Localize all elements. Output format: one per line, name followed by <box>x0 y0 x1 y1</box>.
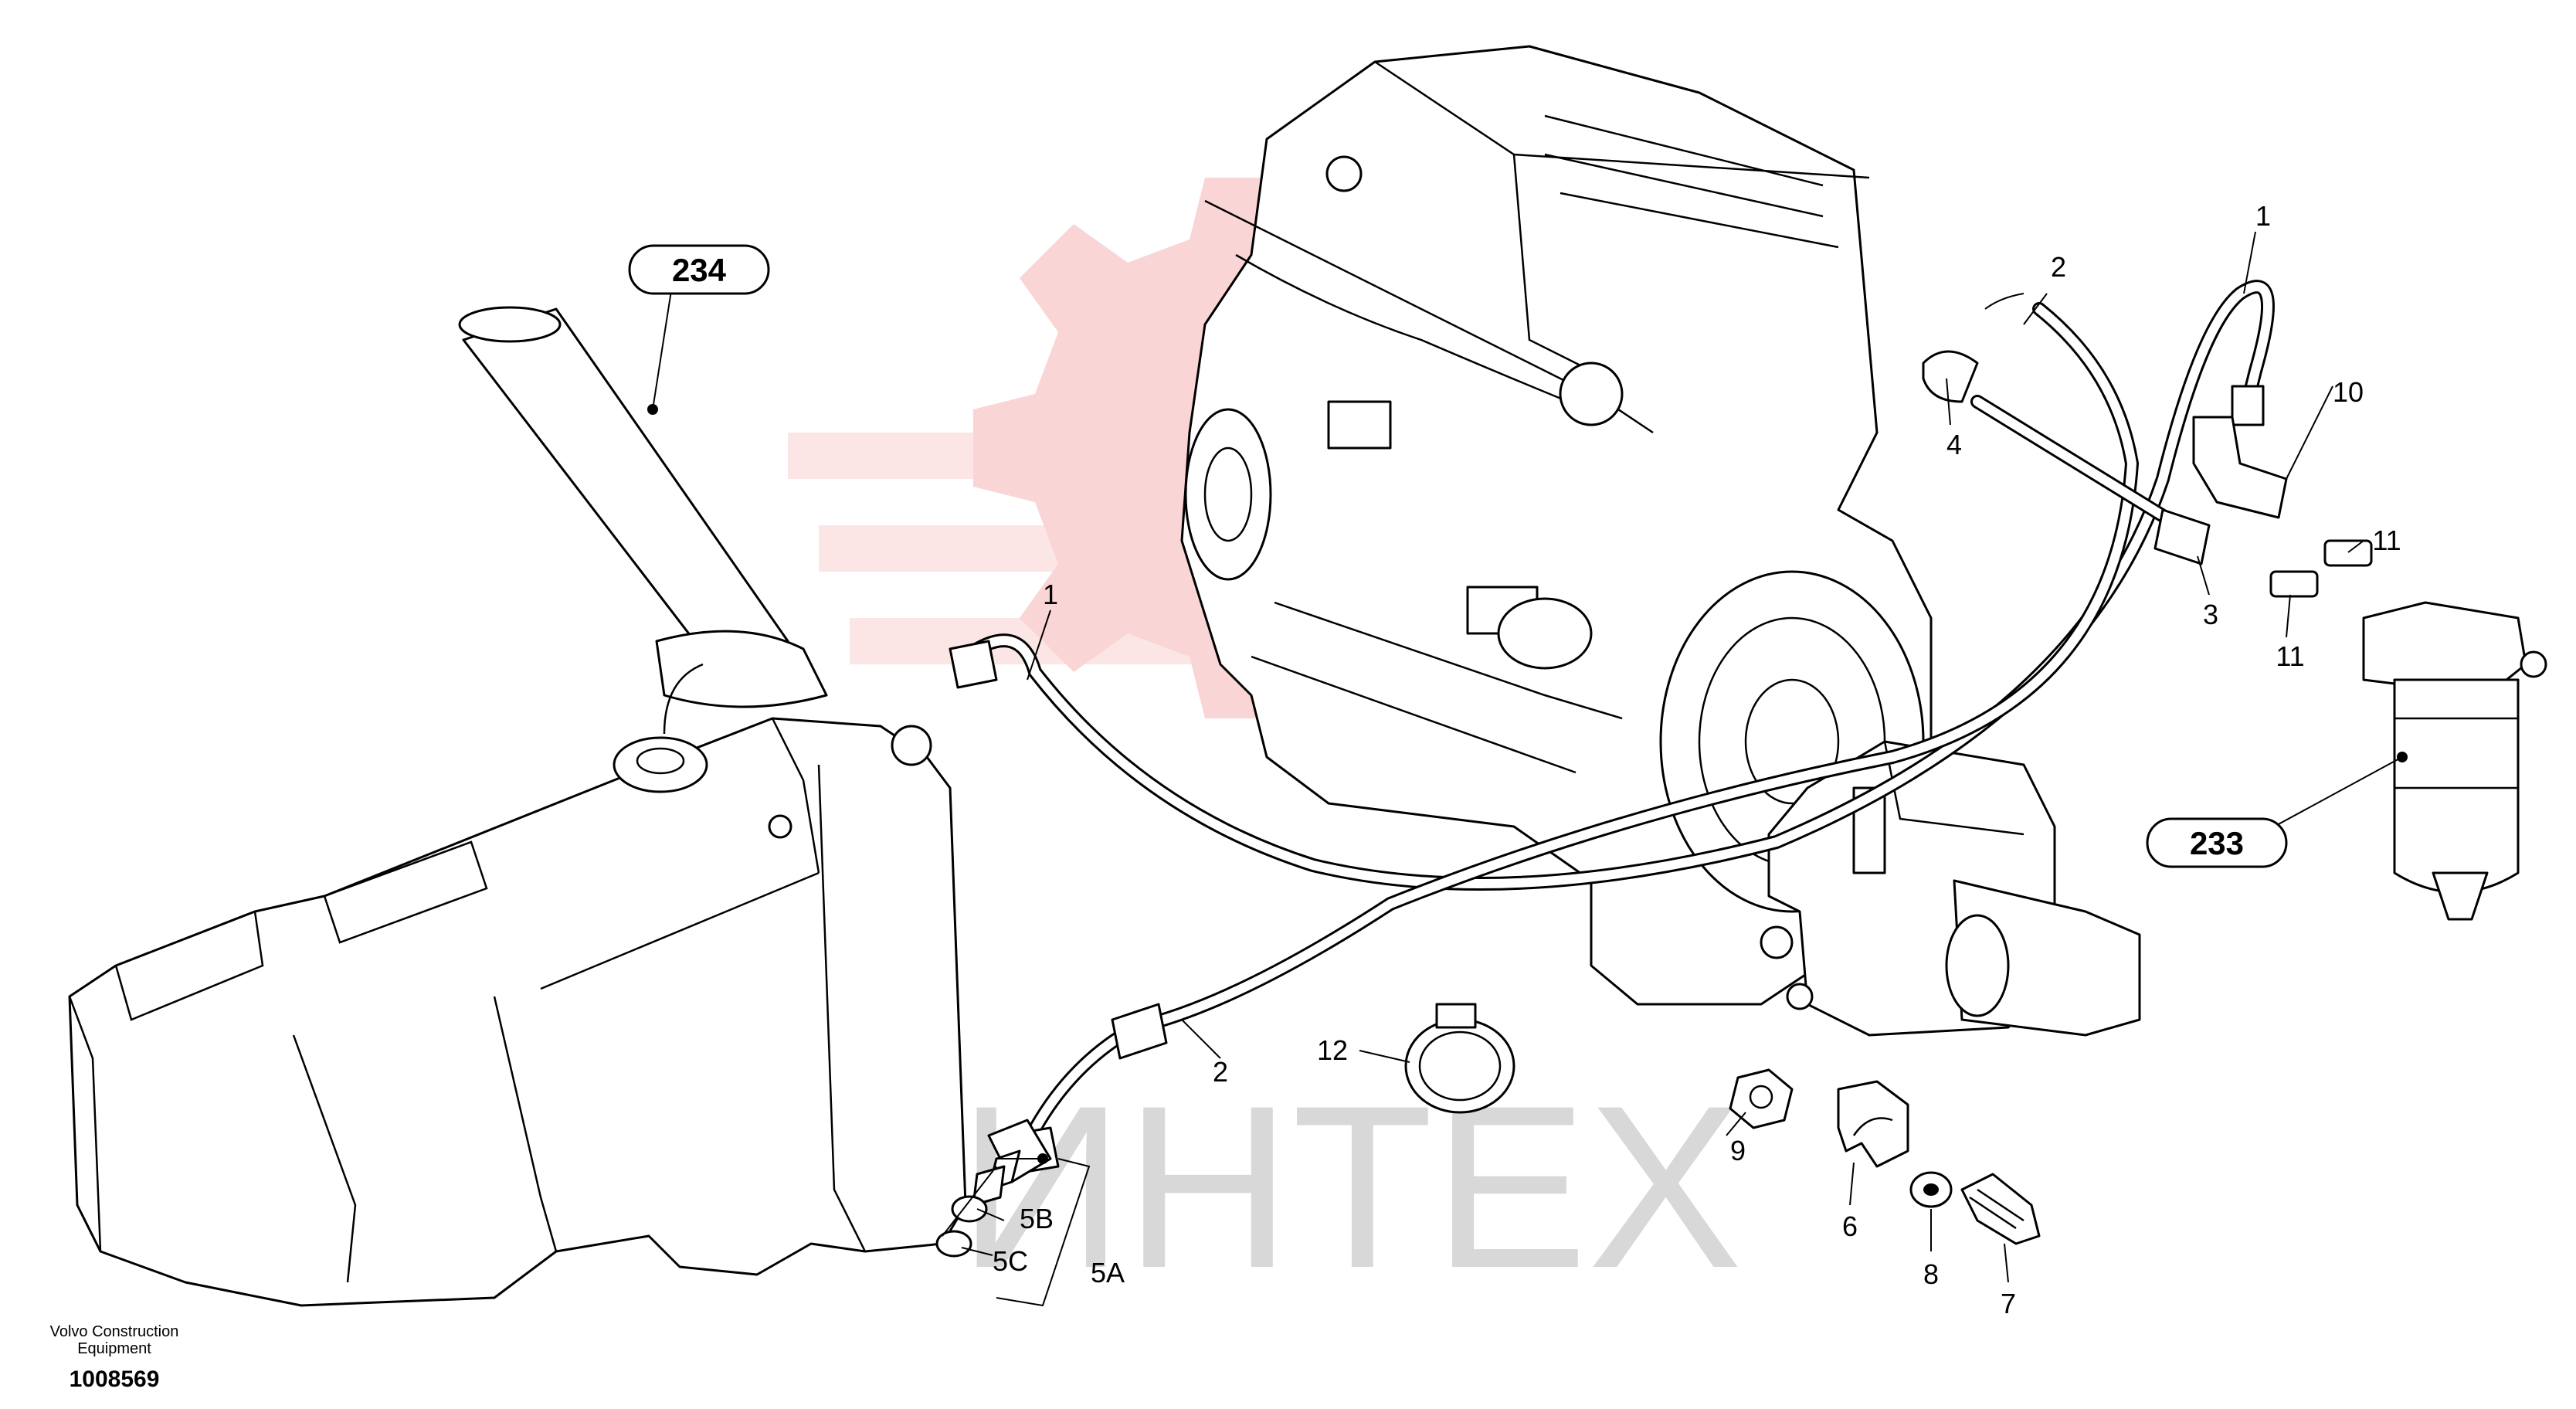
hose-1 <box>949 280 2275 891</box>
screw-7 <box>1960 1173 2041 1245</box>
callout-nut-9: 9 <box>1730 1135 1746 1166</box>
callout-oring-5c: 5C <box>993 1245 1028 1277</box>
company-line-2: Equipment <box>77 1340 151 1357</box>
filter-ref-label: 233 <box>2146 817 2288 868</box>
leader-lines <box>647 231 2408 1307</box>
callout-pipe-3: 3 <box>2203 599 2218 630</box>
fuel-tank-ref-label: 234 <box>628 244 770 295</box>
callout-screw-7: 7 <box>2001 1288 2016 1319</box>
pipe-3 <box>1970 395 2211 565</box>
company-line-1: Volvo Construction <box>50 1323 179 1340</box>
nipple-11-upper <box>2323 539 2373 567</box>
hydraulic-pump <box>1760 740 2141 1037</box>
clamp-6 <box>1837 1080 1909 1168</box>
watermark-text: ИНТЕХ <box>958 1057 1743 1316</box>
callout-clip-4: 4 <box>1946 429 1962 460</box>
fuel-filter <box>2362 601 2547 921</box>
callout-hose-1-left: 1 <box>1043 579 1058 610</box>
callout-oring-5b: 5B <box>1020 1203 1054 1234</box>
callout-hose-1-right: 1 <box>2255 200 2271 232</box>
callout-hose-2-bottom: 2 <box>1213 1056 1228 1088</box>
clip-4 <box>1922 350 1979 403</box>
elbow-10 <box>2192 416 2288 519</box>
filter-ref-text: 233 <box>2190 825 2244 861</box>
washer-8 <box>1909 1171 1953 1208</box>
callout-washer-8: 8 <box>1923 1258 1939 1290</box>
oring-5c <box>935 1230 972 1258</box>
nipple-11-lower <box>2269 570 2319 598</box>
callout-clamp-6: 6 <box>1842 1210 1858 1242</box>
callout-nipple-5a: 5A <box>1091 1257 1125 1288</box>
hose-clamp-12 <box>1404 1003 1515 1114</box>
oring-5b <box>951 1195 988 1223</box>
callout-elbow-10: 10 <box>2333 376 2364 408</box>
callout-hose-clamp-12: 12 <box>1317 1034 1348 1066</box>
callout-hose-2-top: 2 <box>2051 251 2066 283</box>
nipple-5a <box>972 1119 1052 1207</box>
fuel-tank-ref-text: 234 <box>672 252 727 288</box>
callout-nipple-11-upper: 11 <box>2372 525 2401 556</box>
callout-nipple-11-lower: 11 <box>2276 640 2304 672</box>
drawing-number: 1008569 <box>70 1367 160 1392</box>
fuel-tank <box>68 306 967 1307</box>
